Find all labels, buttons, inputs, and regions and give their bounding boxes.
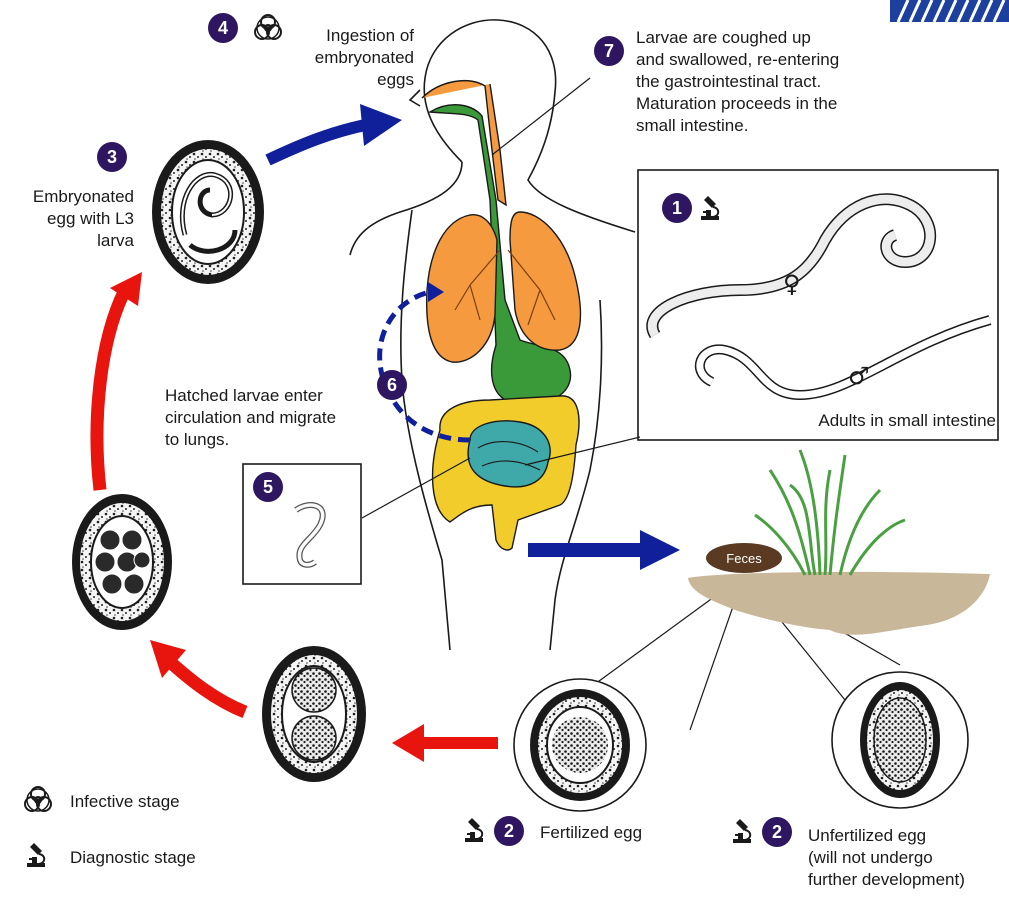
feces-label: Feces [718,548,770,570]
unfertilized-egg-label: Unfertilized egg (will not undergo furth… [808,825,1008,891]
step-2-unfertilized-badge: 2 [762,817,792,847]
step-1-badge: 1 [662,193,692,223]
step-5-badge: 5 [253,472,283,502]
ingestion-label: Ingestion of embryonated eggs [282,25,414,91]
larvae-coughed-label: Larvae are coughed up and swallowed, re-… [636,27,916,137]
egg-morula [72,494,172,630]
step-2-fertilized-badge: 2 [494,816,524,846]
egg-two-cell [262,646,366,782]
male-symbol: ♂ [848,362,870,390]
step-3-badge: 3 [97,142,127,172]
arrow-ingestion-head [360,104,402,146]
embryonated-egg-label: Embryonated egg with L3 larva [8,186,134,252]
arrow-to-feces-head [640,530,680,570]
soil [688,572,990,635]
right-lung-shape [510,212,580,350]
female-symbol: ♀ [783,270,801,298]
microscope-icon [733,819,751,843]
fertilized-egg-view [514,679,646,811]
legend-infective-label: Infective stage [70,791,180,813]
fertilized-egg-label: Fertilized egg [540,822,642,844]
arrow-egg-to-l3 [97,290,125,490]
step-4-badge: 4 [208,13,238,43]
arrow-fertilized-to-two-cell-head [392,724,424,762]
microscope-icon [465,818,483,842]
adults-label: Adults in small intestine [770,410,996,432]
biohazard-icon [25,787,51,811]
corner-logo [890,0,1009,22]
arrow-fertilized-to-two-cell [418,737,498,749]
small-intestine-shape [468,421,550,487]
step-7-badge: 7 [594,36,624,66]
biohazard-icon [255,15,281,39]
arrow-two-cell-to-morula [168,660,245,712]
microscope-icon [27,843,45,867]
legend-diagnostic-label: Diagnostic stage [70,847,196,869]
hatched-larvae-label: Hatched larvae enter circulation and mig… [165,385,385,451]
arrow-to-feces [528,543,646,557]
adults-box [638,170,998,440]
unfertilized-egg-view [832,672,968,808]
arrow-ingestion [268,124,370,160]
egg-l3-larva [152,140,264,284]
